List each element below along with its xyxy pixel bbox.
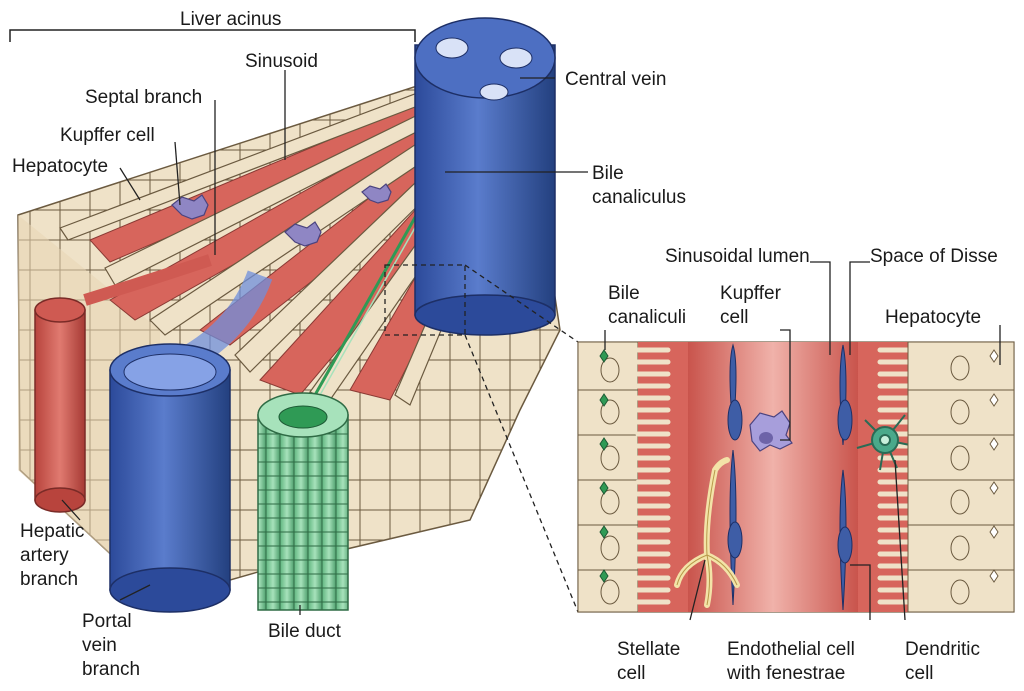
label-sinusoid: Sinusoid <box>245 51 318 72</box>
central-vein <box>414 17 556 336</box>
label-kupffer-detail-2: cell <box>720 307 749 328</box>
label-hepatic-artery-1: Hepatic <box>20 521 85 542</box>
label-hepatocyte-right: Hepatocyte <box>885 307 982 328</box>
label-space-of-disse: Space of Disse <box>870 246 998 267</box>
label-dendritic-1: Dendritic <box>905 639 980 660</box>
endothelial-cells <box>727 343 853 611</box>
detail-bile-canaliculi <box>599 349 609 583</box>
label-endothelial-1: Endothelial cell <box>727 639 855 660</box>
label-kupffer-cell: Kupffer cell <box>60 125 155 146</box>
label-bile-canaliculi-1: Bile <box>608 283 640 304</box>
label-central-vein: Central vein <box>565 69 667 90</box>
bile-duct <box>257 392 349 611</box>
label-stellate-2: cell <box>617 663 646 684</box>
liver-acinus-bracket <box>9 29 416 42</box>
detail-hepatocytes-left <box>577 341 639 613</box>
hepatic-artery-branch <box>34 254 212 513</box>
detail-dendritic-cell <box>856 414 911 471</box>
detail-hepatocytes-right <box>907 341 1015 613</box>
label-sinusoidal-lumen: Sinusoidal lumen <box>665 246 810 267</box>
label-portal-vein-3: branch <box>82 659 141 680</box>
label-endothelial-2: with fenestrae <box>727 663 846 684</box>
label-portal-vein-1: Portal <box>82 611 132 632</box>
label-liver-acinus: Liver acinus <box>180 9 282 30</box>
label-portal-vein-2: vein <box>82 635 117 656</box>
portal-vein-branch <box>109 270 273 613</box>
label-hepatic-artery-2: artery <box>20 545 69 566</box>
label-bile-canaliculus-1: Bile <box>592 163 624 184</box>
detail-panel <box>577 341 1015 613</box>
zoom-guide <box>384 264 579 613</box>
label-dendritic-2: cell <box>905 663 934 684</box>
leader-lines <box>61 70 1001 621</box>
label-hepatocyte-left: Hepatocyte <box>12 156 109 177</box>
label-septal-branch: Septal branch <box>85 87 203 108</box>
label-stellate-1: Stellate <box>617 639 681 660</box>
label-hepatic-artery-3: branch <box>20 569 79 590</box>
label-bile-duct: Bile duct <box>268 621 341 642</box>
label-bile-canaliculus-2: canaliculus <box>592 187 686 208</box>
label-kupffer-detail-1: Kupffer <box>720 283 781 304</box>
label-bile-canaliculi-2: canaliculi <box>608 307 687 328</box>
detail-kupffer-cell <box>749 410 793 452</box>
